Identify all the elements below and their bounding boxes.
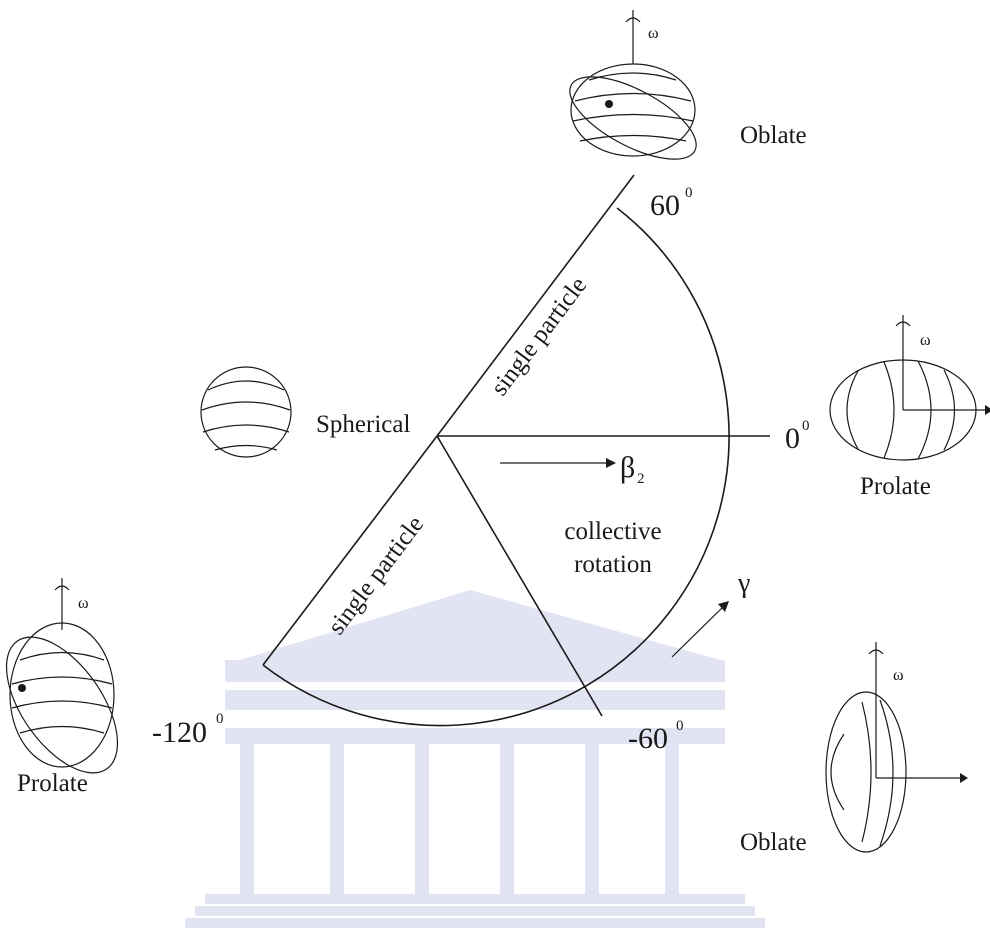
beta-arrow-head <box>606 458 616 468</box>
spherical-label: Spherical <box>316 411 410 438</box>
angle-0-label: 0 <box>785 422 800 455</box>
single-particle-upper-label: single particle <box>486 272 592 401</box>
angle-neg120-label: -120 <box>152 716 207 749</box>
oblate-top-nucleus-icon: ω <box>569 10 697 160</box>
prolate-right-label: Prolate <box>860 473 931 500</box>
axis-neg120-line <box>262 435 438 666</box>
omega-left-label: ω <box>78 595 89 612</box>
sector-arc <box>262 207 730 727</box>
angle-60-label: 60 <box>650 189 680 222</box>
collective-label: collective <box>564 518 661 545</box>
gamma-arrow-head <box>718 601 729 612</box>
prolate-right-nucleus-icon: ω <box>829 315 990 461</box>
angle-neg60-degree: 0 <box>676 718 684 734</box>
axis-60-line <box>436 174 635 437</box>
oblate-top-label: Oblate <box>740 122 807 149</box>
omega-bottom-label: ω <box>893 667 904 684</box>
rotation-label: rotation <box>574 551 652 578</box>
angle-0-degree: 0 <box>802 418 810 434</box>
gamma-label: γ <box>737 568 750 599</box>
angle-60-degree: 0 <box>685 185 693 201</box>
omega-top-label: ω <box>648 25 659 42</box>
axis-neg60-line <box>436 435 603 717</box>
gamma-arrow <box>671 605 725 658</box>
prolate-left-label: Prolate <box>17 770 88 797</box>
oblate-bottom-label: Oblate <box>740 829 807 856</box>
angle-neg60-label: -60 <box>628 722 668 755</box>
prolate-left-nucleus-icon: ω <box>5 578 119 774</box>
watermark-building <box>185 590 765 928</box>
spherical-nucleus-icon <box>200 366 292 458</box>
omega-right-label: ω <box>920 332 931 349</box>
oblate-bottom-nucleus-icon: ω <box>825 642 968 853</box>
angle-neg120-degree: 0 <box>216 711 224 727</box>
beta-label: β <box>620 451 635 484</box>
beta-subscript: 2 <box>637 471 645 487</box>
